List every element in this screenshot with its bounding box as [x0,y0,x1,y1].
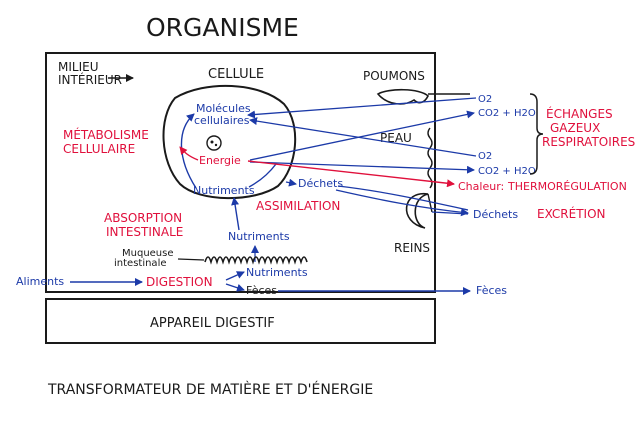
dechets-label: Déchets [298,177,343,190]
co2-bottom-label: CO2 + H2O [478,166,536,177]
appareil-digestif-box [45,298,436,344]
metabolisme-label-1: MÉTABOLISME [63,127,149,142]
nucleus-dot [214,143,218,147]
intestinal-villi [204,256,308,265]
dechets-skin-arrow [337,185,469,211]
dechets-arrow-in [285,178,297,187]
appareil-label: APPAREIL DIGESTIF [150,316,275,331]
digestion-to-nutriments-arrow [225,271,245,281]
poumons-label: POUMONS [363,69,425,83]
echanges-label-2: GAZEUX [550,121,600,135]
kidney-out-line [431,211,469,215]
digestion-label: DIGESTION [146,275,213,289]
o2-bottom-label: O2 [478,151,492,162]
co2-skin-arrow [249,161,475,174]
excretion-label: EXCRÉTION [537,206,606,221]
absorption-arrow [231,197,240,231]
nucleus-dot [210,140,214,144]
echanges-label-3: RESPIRATOIRES [542,135,635,149]
organism-box [45,52,436,293]
assimilation-label: ASSIMILATION [256,199,340,213]
o2-lungs-arrow [247,97,477,119]
co2-lungs-arrow [249,110,475,161]
echanges-label-1: ÉCHANGES [546,106,613,121]
diagram-subtitle: TRANSFORMATEUR DE MATIÈRE ET D'ÉNERGIE [47,381,373,398]
absorption-label-2: INTESTINALE [106,225,183,239]
chaleur-arrow [247,160,455,188]
cellule-label: CELLULE [208,67,264,82]
aliments-label: Aliments [16,275,64,288]
skin-icon [427,127,433,189]
feces-label: Fèces [246,284,277,297]
molecules-label-1: Molécules [196,102,251,115]
cell-nucleus [206,135,222,151]
dechets-kidney-arrow [335,189,469,217]
absorption-label-1: ABSORPTION [104,211,182,225]
milieu-label-1: MILIEU [58,60,98,74]
energie-arrow [179,146,199,161]
thermo-label: THERMORÉGULATION [507,180,627,193]
digestion-to-feces-arrow [225,283,245,292]
muqueuse-pointer [177,258,205,261]
chaleur-label: Chaleur: [458,180,504,193]
o2-skin-arrow [249,117,477,157]
nutriments-absorbed-label: Nutriments [228,230,290,243]
o2-top-label: O2 [478,94,492,105]
muqueuse-label-1: Muqueuse [122,248,174,259]
nutriments-digestion-label: Nutriments [246,266,308,279]
metabolisme-label-2: CELLULAIRE [63,142,135,156]
energie-label: Energie [199,154,241,167]
diagram-title: ORGANISME [146,13,299,42]
nutriments-cell-label: Nutriments [193,184,255,197]
kidney-icon [405,193,429,229]
dechets-out-label: Déchets [473,208,518,221]
molecules-label-2: cellulaires [194,114,250,127]
kidney-ureter [427,193,433,213]
exchange-bracket [529,93,544,175]
milieu-label-2: INTÉRIEUR [58,72,122,87]
reins-label: REINS [394,241,430,255]
co2-top-label: CO2 + H2O [478,108,536,119]
cell-membrane [162,84,297,200]
feces-out-label: Fèces [476,284,507,297]
muqueuse-label-2: intestinale [114,258,167,269]
nutriments-to-energie-line [248,163,277,188]
